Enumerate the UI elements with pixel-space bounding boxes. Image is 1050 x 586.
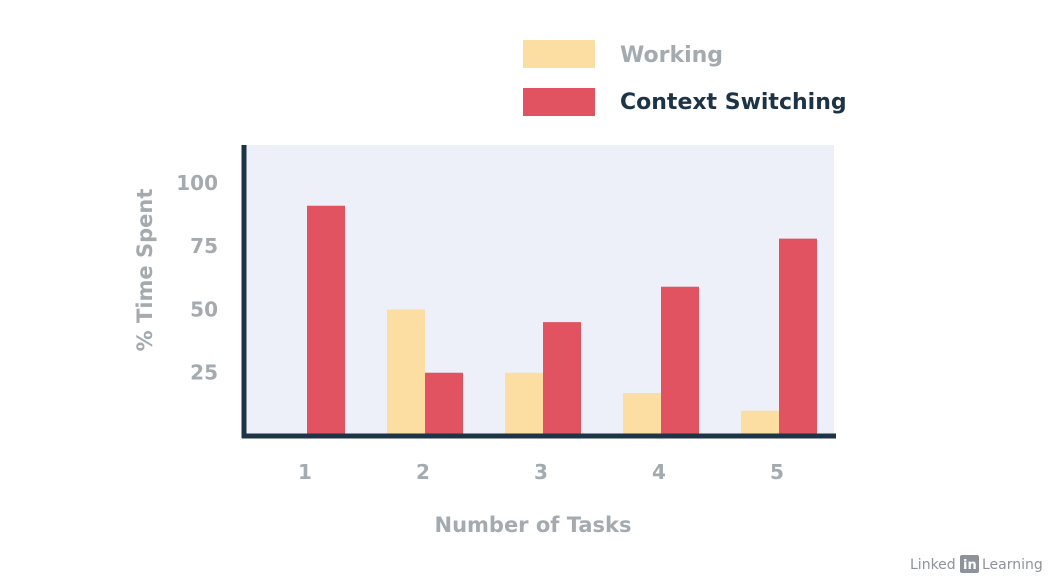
- y-axis-title: % Time Spent: [133, 189, 157, 352]
- linkedin-learning-watermark: Linked in Learning: [910, 555, 1043, 573]
- x-tick-label: 2: [416, 460, 430, 484]
- x-axis-title: Number of Tasks: [435, 513, 632, 537]
- x-tick-label: 3: [534, 460, 548, 484]
- bar-context-switching-task-5: [779, 238, 817, 436]
- watermark-in-box: [960, 555, 979, 573]
- bar-working-task-3: [505, 372, 543, 436]
- legend: Working Context Switching: [523, 40, 847, 116]
- bar-working-task-2: [387, 309, 425, 436]
- x-ticks-group: 1 2 3 4 5: [298, 460, 784, 484]
- y-ticks-group: 25 50 75 100: [176, 171, 218, 385]
- y-tick-label: 100: [176, 171, 218, 195]
- bar-context-switching-task-3: [543, 322, 581, 436]
- legend-label-working: Working: [620, 43, 723, 68]
- bar-working-task-4: [623, 392, 661, 436]
- x-tick-label: 5: [770, 460, 784, 484]
- x-tick-label: 1: [298, 460, 312, 484]
- y-tick-label: 75: [190, 234, 218, 258]
- legend-swatch-working: [523, 40, 595, 68]
- bars-group: [307, 205, 817, 436]
- bar-context-switching-task-2: [425, 372, 463, 436]
- x-tick-label: 4: [652, 460, 666, 484]
- y-tick-label: 25: [190, 361, 218, 385]
- bar-context-switching-task-4: [661, 286, 699, 436]
- bar-working-task-5: [741, 410, 779, 436]
- watermark-learning: Learning: [982, 557, 1043, 573]
- legend-label-context-switching: Context Switching: [620, 90, 847, 115]
- watermark-linked: Linked: [910, 557, 956, 573]
- bar-context-switching-task-1: [307, 205, 345, 436]
- legend-swatch-context-switching: [523, 88, 595, 116]
- watermark-in: in: [963, 558, 977, 573]
- y-tick-label: 50: [190, 297, 218, 321]
